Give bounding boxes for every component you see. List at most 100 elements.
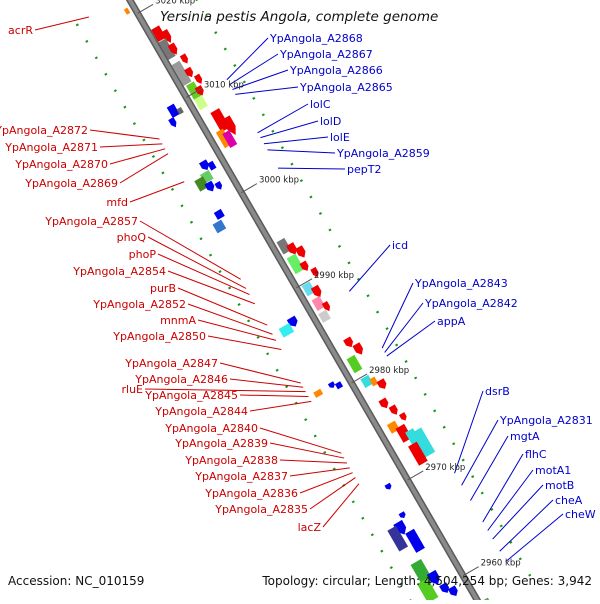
gene-feature	[166, 103, 180, 118]
gene-leader-line	[499, 499, 554, 552]
gene-arrow	[327, 381, 335, 388]
gene-label: YpAngola_A2837	[194, 470, 288, 483]
scale-tick-label: 2960 kbp	[481, 559, 521, 569]
gene-leader-line	[144, 388, 306, 393]
scale-tick-label: 3000 kbp	[259, 176, 299, 186]
gene-feature	[387, 525, 409, 552]
gene-feature	[405, 528, 425, 553]
gene-label: mfd	[106, 196, 128, 209]
gene-arrow	[393, 519, 407, 535]
gene-feature	[398, 511, 406, 518]
gene-block	[369, 376, 379, 387]
gene-feature	[327, 381, 335, 388]
scale-tick	[351, 373, 368, 384]
gene-label: YpAngola_A2835	[214, 503, 308, 516]
gene-feature	[171, 60, 192, 86]
gene-block	[318, 309, 331, 323]
gene-feature	[313, 388, 324, 398]
gene-arrow	[343, 336, 354, 348]
gene-arrow	[179, 53, 188, 64]
gene-feature	[408, 441, 428, 466]
gene-arrow	[168, 117, 177, 128]
gene-leader-line	[187, 303, 273, 335]
gene-block	[194, 176, 209, 192]
gene-leader-line	[207, 335, 282, 350]
gene-feature	[123, 7, 131, 15]
gene-leader-line	[229, 53, 279, 86]
gene-label: lolE	[330, 131, 350, 144]
scale-tick	[137, 3, 154, 14]
gene-block	[194, 95, 208, 111]
gene-leader-line	[469, 435, 509, 501]
gene-label: lolD	[320, 115, 341, 128]
gene-label: YpAngola_A2831	[499, 414, 593, 427]
gene-label: flhC	[525, 448, 547, 461]
gene-feature	[439, 582, 450, 593]
scale-tick	[407, 470, 424, 481]
gene-feature	[321, 300, 330, 312]
gene-block	[301, 281, 316, 297]
gene-label: YpAngola_A2867	[279, 48, 373, 61]
gene-leader-line	[235, 86, 299, 95]
accession-text: Accession: NC_010159	[8, 574, 145, 588]
gene-feature	[204, 180, 215, 192]
gene-label: YpAngola_A2845	[144, 389, 238, 402]
gene-arrow	[294, 245, 306, 258]
gene-label: motB	[545, 479, 574, 492]
scale-tick	[241, 183, 258, 194]
gene-feature	[369, 376, 379, 387]
gene-feature	[286, 253, 305, 275]
gene-feature	[384, 482, 392, 490]
gene-arrow	[447, 585, 458, 597]
gene-leader-line	[279, 459, 347, 464]
genome-backbone	[127, 0, 482, 604]
gene-feature	[276, 237, 292, 255]
gene-label: phoQ	[117, 231, 147, 244]
gene-block	[410, 427, 436, 458]
gene-leader-line	[309, 477, 356, 510]
gene-arrow	[378, 397, 389, 409]
gene-feature	[301, 281, 316, 297]
gene-block	[346, 354, 363, 374]
gene-leader-line	[177, 287, 268, 326]
gene-leader-line	[267, 149, 336, 154]
gene-block	[213, 208, 225, 220]
gene-feature	[310, 266, 319, 278]
scale-tick-label: 2980 kbp	[369, 366, 409, 376]
gene-label: icd	[392, 239, 408, 252]
gene-label: pepT2	[347, 163, 381, 176]
gene-leader-line	[299, 472, 353, 494]
gene-feature	[398, 412, 407, 421]
gene-leader-line	[259, 427, 342, 454]
gene-arrow	[167, 42, 178, 55]
gene-feature	[214, 181, 223, 190]
gene-arrow	[310, 266, 319, 278]
gene-arrow	[299, 260, 309, 271]
gene-arrow	[398, 511, 406, 518]
gene-label: YpAngola_A2838	[184, 454, 278, 467]
gene-block	[176, 106, 184, 115]
gene-arrow	[439, 582, 450, 593]
gene-feature	[179, 53, 188, 64]
gene-label: YpAngola_A2847	[124, 357, 218, 370]
gene-arrow	[376, 378, 387, 389]
gene-arrow	[321, 300, 330, 312]
gene-label: YpAngola_A2846	[134, 373, 228, 386]
gene-leader-line	[263, 136, 329, 145]
gene-label: YpAngola_A2870	[14, 158, 108, 171]
gene-label: YpAngola_A2871	[4, 141, 98, 154]
gene-arrow	[426, 569, 440, 585]
gene-block	[313, 388, 324, 398]
gene-arrow	[221, 115, 236, 135]
gene-leader-line	[322, 483, 360, 528]
gene-feature	[207, 160, 217, 171]
gene-block	[151, 25, 167, 43]
gene-label: appA	[437, 315, 466, 328]
gene-label: motA1	[535, 464, 571, 477]
gene-feature	[168, 117, 177, 128]
gene-block	[360, 374, 374, 388]
gene-label: YpAngola_A2869	[24, 177, 118, 190]
gene-block	[408, 441, 428, 466]
gene-label: lolC	[310, 98, 331, 111]
gene-feature	[447, 585, 458, 597]
